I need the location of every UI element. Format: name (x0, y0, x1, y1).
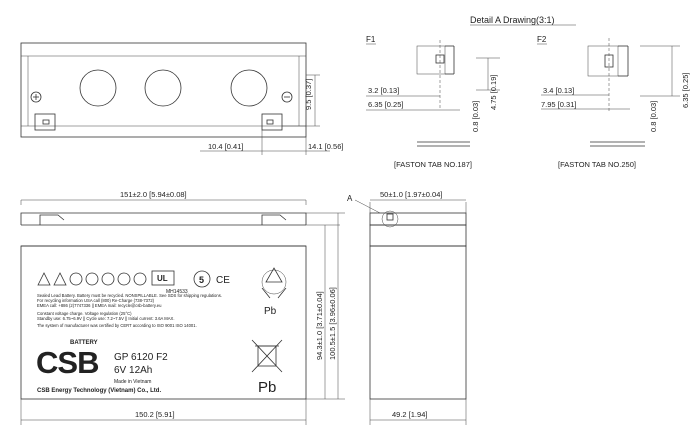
made-in: Made in Vietnam (114, 379, 151, 385)
side-dim-bottom: 49.2 [1.94] (392, 410, 427, 419)
battery-label: UL MH14533 5 CE Pb Sealed Lead Battery. … (36, 267, 287, 396)
detail-a-section: Detail A Drawing(3:1) F1 4.75 [0.19] 3.2… (366, 15, 690, 169)
front-dim-height-inner: 94.3±1.0 [3.71±0.04] (315, 291, 324, 360)
recycle-symbol-icon (261, 267, 287, 299)
no-fire-icon (69, 272, 83, 286)
rating: 6V 12Ah (114, 365, 152, 376)
f2-dim-a: 3.4 [0.13] (543, 86, 574, 95)
terminal-tab-right (261, 113, 283, 131)
detail-marker: A (347, 194, 353, 203)
negative-terminal-mark (281, 91, 293, 103)
pb-bottom: Pb (258, 379, 276, 396)
front-terminal-left (39, 214, 65, 225)
front-dim-top-width: 151±2.0 [5.94±0.08] (120, 190, 187, 199)
read-manual-icon (101, 272, 115, 286)
recycle-number: 5 (199, 275, 204, 285)
acid-icon (117, 272, 131, 286)
detail-f1: F1 4.75 [0.19] 3.2 [0.13] 6.35 [0.25] 0.… (366, 35, 500, 169)
ul-code: MH14533 (166, 289, 188, 295)
model-name: GP 6120 F2 (114, 352, 168, 363)
vent-circle-right (230, 69, 268, 107)
brand-small: BATTERY (70, 340, 98, 346)
f2-label: F2 (537, 35, 547, 44)
top-view-outline (20, 42, 307, 138)
side-view: A 50±1.0 [1.97±0.04] 49.2 [1.94] (347, 190, 467, 425)
voltage-line-3: The system of manufacturer was certified… (37, 323, 197, 328)
warning-line-2: For recycling information USA call (800)… (37, 298, 155, 303)
top-dim-height: 9.5 [0.37] (304, 79, 313, 110)
f1-dim-c: 0.8 [0.03] (471, 101, 480, 132)
hazard-triangle-icon (53, 272, 67, 286)
detail-title: Detail A Drawing(3:1) (470, 15, 555, 25)
f1-label: F1 (366, 35, 376, 44)
ul-mark-icon (151, 270, 175, 286)
detail-f2: F2 6.35 [0.25] 3.4 [0.13] 7.95 [0.31] 0.… (537, 35, 690, 169)
positive-terminal-mark (30, 91, 42, 103)
f1-tab-shape (416, 45, 446, 75)
side-lid (369, 212, 467, 226)
f2-dim-b: 7.95 [0.31] (541, 100, 576, 109)
f2-caption: [FASTON TAB NO.250] (558, 160, 636, 169)
svg-text:UL: UL (157, 274, 168, 283)
f2-tab-shape (587, 45, 619, 77)
side-body-outline (369, 245, 467, 400)
voltage-line-1: Constant voltage charge. Voltage regulat… (37, 311, 132, 316)
ce-mark: CE (216, 275, 230, 286)
vent-circle-left (79, 69, 117, 107)
company-name: CSB Energy Technology (Vietnam) Co., Ltd… (37, 388, 161, 394)
f1-dim-b: 6.35 [0.25] (368, 100, 403, 109)
brand-logo: CSB (36, 345, 98, 380)
top-dim-right-offset: 14.1 [0.56] (308, 142, 343, 151)
front-lid (20, 212, 307, 225)
top-dim-left-offset: 10.4 [0.41] (208, 142, 243, 151)
f1-caption: [FASTON TAB NO.187] (394, 160, 472, 169)
warning-triangle-icon (37, 272, 51, 286)
f2-dim-c: 0.8 [0.03] (649, 101, 658, 132)
f2-dim-d: 6.35 [0.25] (681, 73, 690, 108)
warning-line-1: Sealed Lead Battery. Battery must be rec… (37, 293, 222, 298)
front-dim-height-total: 100.5±1.5 [3.96±0.06] (328, 287, 337, 360)
front-body-outline (20, 245, 307, 400)
f1-dim-d: 4.75 [0.19] (489, 75, 498, 110)
side-dim-top: 50±1.0 [1.97±0.04] (380, 190, 442, 199)
eye-protection-icon (85, 272, 99, 286)
top-view: 9.5 [0.37] 10.4 [0.41] 14.1 [0.56] (20, 42, 343, 155)
f1-dim-a: 3.2 [0.13] (368, 86, 399, 95)
front-dim-bottom-width: 150.2 [5.91] (135, 410, 175, 419)
warning-line-3: EMEA call: +886 (2)7747336 || EMEA mail:… (37, 303, 162, 308)
front-terminal-right (261, 214, 287, 225)
side-detail-circle (381, 210, 399, 228)
recycle-number-icon (193, 270, 211, 288)
terminal-tab-left (34, 113, 56, 131)
vent-circle-center (144, 69, 182, 107)
child-icon (133, 272, 147, 286)
voltage-line-2: Standby use: 6.75~6.9V || Cycle use: 7.2… (37, 316, 175, 321)
front-view: 151±2.0 [5.94±0.08] 150.2 [5.91] 94.3±1.… (20, 190, 345, 425)
pb-top: Pb (264, 306, 277, 317)
crossed-bin-icon (251, 339, 283, 373)
